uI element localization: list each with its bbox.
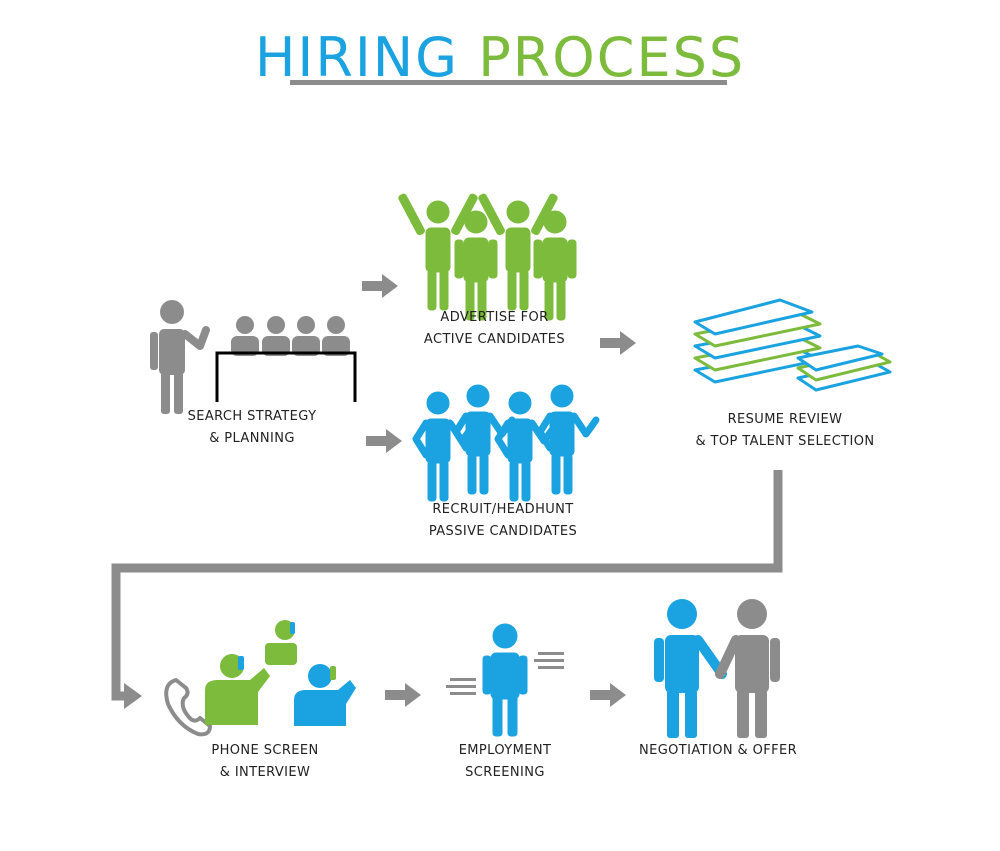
step-label-advertise: ADVERTISE FOR ACTIVE CANDIDATES <box>423 310 566 347</box>
page-title: HIRING PROCESS <box>0 26 1000 89</box>
connector-resume-to-phone <box>111 470 783 709</box>
passive-candidates-icon <box>416 385 596 501</box>
title-word-process: PROCESS <box>478 26 746 89</box>
step-label-phone: PHONE SCREEN & INTERVIEW <box>211 743 319 780</box>
arrow-to-employment <box>385 683 421 707</box>
arrow-to-negotiation <box>590 683 626 707</box>
search-planning-icon <box>150 300 357 414</box>
arrow-to-recruit <box>366 429 402 453</box>
step-label-recruit: RECRUIT/HEADHUNT PASSIVE CANDIDATES <box>428 502 578 539</box>
active-candidates-icon <box>398 193 576 320</box>
arrow-to-advertise <box>362 274 398 298</box>
title-underline <box>290 80 727 85</box>
step-label-employment: EMPLOYMENT SCREENING <box>458 743 552 780</box>
title-word-hiring: HIRING <box>254 26 460 89</box>
handshake-icon <box>654 599 780 738</box>
step-label-resume: RESUME REVIEW & TOP TALENT SELECTION <box>695 412 875 449</box>
step-label-negotiation: NEGOTIATION & OFFER <box>638 743 798 758</box>
employment-screening-icon <box>446 623 564 737</box>
phone-screen-icon <box>164 620 356 737</box>
step-label-search: SEARCH STRATEGY & PLANNING <box>187 409 317 446</box>
resume-stack-icon <box>693 298 892 392</box>
arrow-to-resume <box>600 331 636 355</box>
